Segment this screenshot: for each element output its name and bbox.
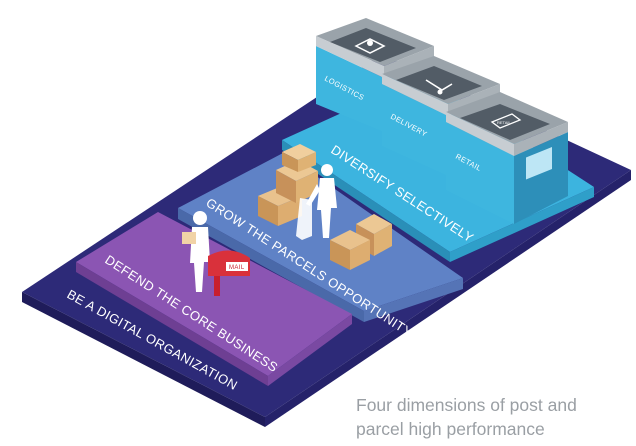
map-icon <box>354 38 386 54</box>
price-tag-icon: RETAIL <box>490 113 522 129</box>
hand-truck-icon <box>425 79 453 95</box>
figure-caption: Four dimensions of post and parcel high … <box>356 393 626 441</box>
retail-sign-label: RETAIL <box>497 120 511 125</box>
parcel-stack-left <box>258 144 318 226</box>
caption-line-1: Four dimensions of post and <box>356 395 577 415</box>
courier-figure <box>296 164 337 240</box>
mailbox: MAIL <box>208 250 250 296</box>
mail-figure <box>182 211 210 292</box>
retail-building: RETAIL RETAIL <box>446 92 568 224</box>
mailbox-label: MAIL <box>229 265 245 271</box>
caption-line-2: parcel high performance <box>356 419 545 439</box>
parcel-stack-right <box>330 214 392 270</box>
